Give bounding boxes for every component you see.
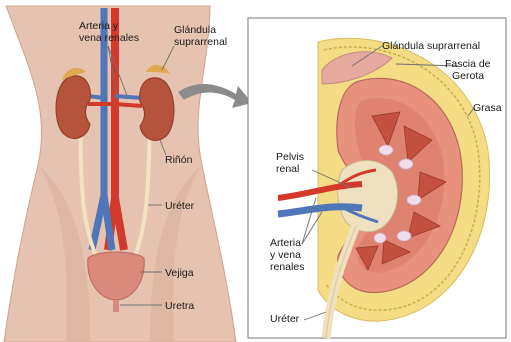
urethra [113,300,119,312]
label-ureter-detail: Uréter [270,313,300,325]
calyx [407,195,421,205]
label-pelvis-1: Pelvis [276,151,304,163]
label-arteria-vena-2: y vena [270,249,301,261]
label-rinon: Riñón [165,154,193,166]
label-uretra: Uretra [165,300,194,312]
calyx [397,231,411,241]
label-arteria-vena-renales-2: vena renales [79,32,139,44]
label-pelvis-2: renal [276,163,299,175]
kidney-left [56,76,90,139]
label-arteria-vena-3: renales [270,261,304,273]
calyx [379,145,393,155]
label-fascia-1: Fascia de [445,58,491,70]
label-vejiga: Vejiga [165,267,194,279]
renal-vein-right [115,96,142,98]
label-glandula-suprarrenal-1: Glándula [174,24,216,36]
label-fascia-2: Gerota [452,70,484,82]
label-glandula-suprarrenal-2: suprarrenal [174,36,227,48]
kidney-right [140,78,174,141]
label-arteria-vena-1: Arteria [270,237,301,249]
calyx [399,159,413,169]
label-arteria-vena-renales-1: Arteria y [79,20,119,32]
calyx [374,233,386,243]
label-ureter-left: Uréter [165,200,195,212]
label-glandula-suprarrenal-detail: Glándula suprarrenal [382,40,480,52]
label-grasa: Grasa [473,102,502,114]
renal-artery-right [115,104,142,106]
